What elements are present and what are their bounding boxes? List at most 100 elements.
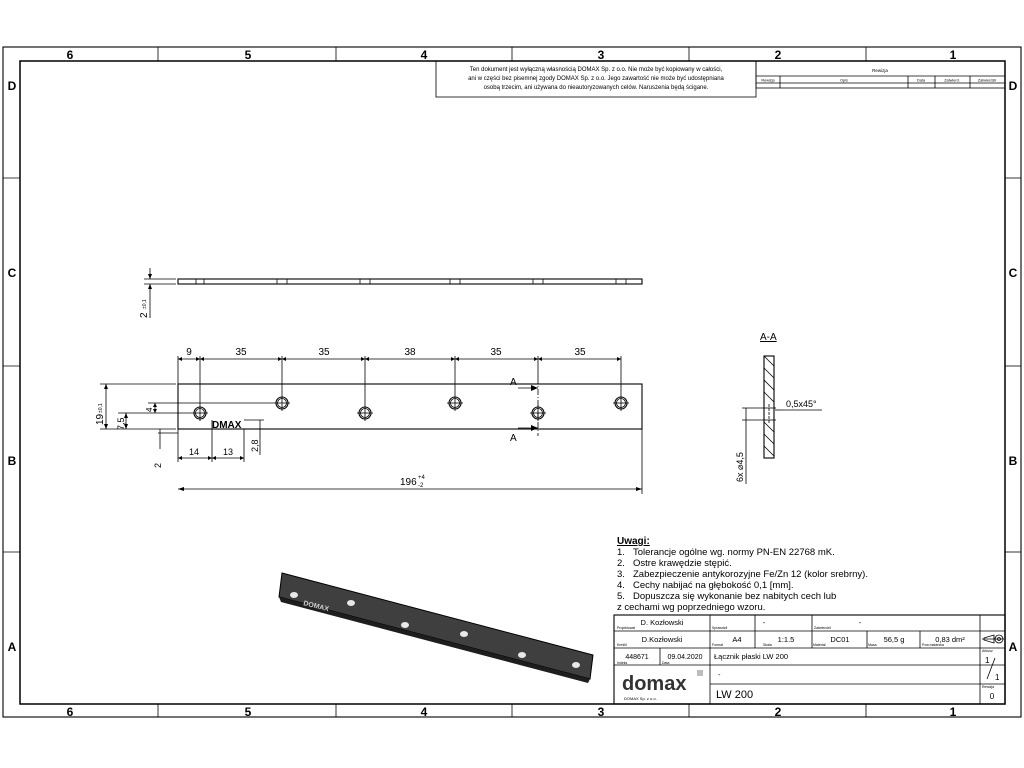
tb-date: 09.04.2020: [667, 654, 702, 661]
tb-number-label: Indeks: [617, 661, 628, 665]
row-label-b-left: B: [8, 454, 17, 468]
tb-scale-label: Skala: [763, 643, 772, 647]
tb-format: A4: [732, 635, 741, 644]
hole-3: [357, 405, 373, 421]
dim-spacing-35-d: 35: [574, 347, 586, 358]
note-3-num: 3.: [617, 569, 625, 580]
dim-small-2: 2: [153, 463, 163, 468]
dim-2-8: 2,8: [250, 439, 260, 452]
row-label-c-right: C: [1009, 266, 1018, 280]
tb-sheet-num: 1: [985, 656, 990, 665]
notice-line-2: ani w części bez pisemnej zgody DOMAX Sp…: [468, 76, 724, 82]
dim-hole-diameter: 6x ⌀4,5: [735, 452, 745, 482]
revision-col-approved: Zatwierd.: [944, 79, 960, 83]
title-block: Projektował D. Kozłowski Sprawdził - Zat…: [613, 614, 1006, 705]
projection-symbol-icon: [982, 634, 1004, 644]
revision-table: Rewizja Rewizja Opis Data Zatwierd. Zatw…: [755, 60, 1006, 89]
note-1-text: Tolerancje ogólne wg. normy PN-EN 22768 …: [633, 547, 835, 558]
tb-name-2: -: [718, 670, 721, 679]
col-label-1-bottom: 1: [950, 705, 957, 719]
tb-volume: 0,83 dm²: [935, 635, 965, 644]
row-label-c-left: C: [8, 266, 17, 280]
revision-col-rev: Rewizja: [761, 79, 775, 83]
tb-format-label: Format: [712, 643, 723, 647]
tb-designer-label: Projektował: [617, 626, 635, 630]
note-2-text: Ostre krawędzie stępić.: [633, 558, 732, 569]
tb-volume-label: Pow.malarska: [922, 643, 944, 647]
note-5-continuation: z cechami wg poprzedniego wzoru.: [617, 602, 765, 613]
note-5-text: Dopuszcza się wykonanie bez nabitych cec…: [633, 591, 836, 602]
col-label-4-bottom: 4: [421, 705, 428, 719]
dim-thickness-tol: ±0,1: [142, 299, 148, 309]
hole-6: [613, 395, 629, 411]
revision-col-desc: Opis: [840, 79, 848, 83]
col-label-3-top: 3: [598, 48, 605, 62]
col-label-6-bottom: 6: [67, 705, 74, 719]
tb-mass-label: Masa: [868, 643, 877, 647]
col-label-4-top: 4: [421, 48, 428, 62]
note-4-num: 4.: [617, 580, 625, 591]
hole-1: [192, 405, 208, 421]
tb-checked-label: Sprawdził: [712, 626, 727, 630]
notes-title: Uwagi:: [617, 536, 650, 547]
dim-small-4: 4: [145, 407, 154, 412]
row-label-d-left: D: [8, 79, 17, 93]
row-label-a-left: A: [8, 640, 17, 654]
col-label-1-top: 1: [950, 48, 957, 62]
note-4-text: Cechy nabijać na głębokość 0,1 [mm].: [633, 580, 794, 591]
notice-line-1: Ten dokument jest wyłączną własnością DO…: [470, 67, 723, 73]
dim-spacing-35-b: 35: [318, 347, 330, 358]
tb-mass: 56,5 g: [884, 635, 905, 644]
dim-height: 19: [95, 413, 106, 425]
revision-col-approver: Zatwierdził: [978, 79, 996, 83]
dim-spacing-38: 38: [404, 347, 416, 358]
tb-rev: 0: [990, 692, 995, 701]
section-title: A-A: [760, 332, 777, 343]
tb-approved-label: Zatwierdził: [814, 626, 831, 630]
isometric-view: DOMAX: [278, 572, 594, 683]
logo-square-icon: [697, 670, 703, 676]
dim-spacing-35-a: 35: [235, 347, 247, 358]
section-view: A-A 0,5x45° 6x ⌀4,5: [735, 332, 822, 484]
section-marker-top: A: [510, 377, 517, 388]
col-label-5-top: 5: [245, 48, 252, 62]
row-label-b-right: B: [1009, 454, 1018, 468]
tb-checked: -: [763, 618, 766, 627]
stamp-text: DMAX: [212, 420, 242, 431]
tb-approved: -: [859, 618, 862, 627]
tb-date-label: Data: [662, 661, 669, 665]
front-view: DMAX A A 9 35 35 38 35 35 19 ±0,1: [95, 347, 643, 494]
company-logo: domax: [622, 673, 686, 695]
col-label-5-bottom: 5: [245, 705, 252, 719]
dim-spacing-35-c: 35: [490, 347, 502, 358]
note-5-num: 5.: [617, 591, 625, 602]
tb-sheet-total: 1: [995, 673, 1000, 682]
col-label-6-top: 6: [67, 48, 74, 62]
tb-rev-label: Rewizja: [982, 685, 994, 689]
col-label-3-bottom: 3: [598, 705, 605, 719]
tb-sheet-label: Arkusz: [982, 649, 993, 653]
tb-drew-label: Kreślił: [617, 643, 627, 647]
top-view: 2 ±0,1: [139, 268, 643, 318]
tb-drew: D.Kozłowski: [642, 635, 683, 644]
note-2-num: 2.: [617, 558, 625, 569]
note-1-num: 1.: [617, 547, 625, 558]
dim-height-tol: ±0,1: [98, 403, 104, 413]
dim-spacing-9: 9: [186, 347, 192, 358]
tb-name: Łącznik płaski LW 200: [714, 652, 788, 661]
row-label-a-right: A: [1009, 640, 1018, 654]
notes-block: Uwagi: 1. Tolerancje ogólne wg. normy PN…: [617, 536, 868, 613]
dim-length-tol-minus: -2: [418, 483, 424, 489]
section-marker-bottom: A: [510, 433, 517, 444]
dim-thickness: 2: [139, 312, 150, 318]
hole-2: [274, 395, 290, 411]
tb-scale: 1:1.5: [778, 635, 795, 644]
tb-number: 448671: [625, 654, 648, 661]
tb-drawing-id: LW 200: [716, 689, 753, 701]
ownership-notice: Ten dokument jest wyłączną własnością DO…: [435, 60, 757, 98]
tb-designer: D. Kozłowski: [641, 618, 684, 627]
tb-material: DC01: [830, 635, 849, 644]
col-label-2-bottom: 2: [775, 705, 782, 719]
dim-13: 13: [223, 447, 233, 457]
